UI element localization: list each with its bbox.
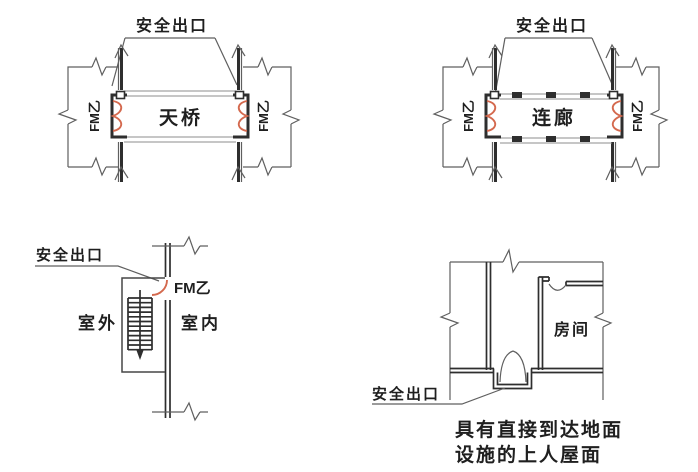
bridge-fm-left-label: FM乙: [87, 100, 102, 132]
corridor-right-building-outline: [616, 56, 669, 177]
corridor-left-fire-door-symbol: [484, 100, 497, 132]
bridge-center-label: 天桥: [159, 106, 203, 129]
corridor-fm-left-label: FM乙: [461, 100, 476, 132]
roof-access-diagram: 房间 安全出口 具有直接到达地面 设施的上人屋面: [372, 248, 623, 466]
corridor-exit-leader: [494, 37, 613, 96]
roof-interior-wall: [485, 262, 492, 370]
bridge-walls: [114, 43, 246, 182]
indoor-label: 室内: [181, 313, 221, 333]
stair-enclosure: [121, 277, 165, 373]
bridge-right-fire-door-symbol: [237, 100, 250, 132]
corridor-exit-label: 安全出口: [516, 16, 588, 35]
bridge-exit-label: 安全出口: [136, 16, 208, 35]
bridge-deck: [124, 90, 236, 143]
corridor-diagram: 安全出口: [432, 16, 669, 182]
outdoor-label: 室外: [78, 313, 118, 333]
corridor-right-fire-door-symbol: [611, 100, 624, 132]
room-walls: [537, 276, 603, 370]
stair-exit-label: 安全出口: [36, 246, 104, 264]
stair-fire-door-symbol: [151, 279, 168, 296]
corridor-fm-right-label: FM乙: [630, 100, 645, 132]
bridge-fm-right-label: FM乙: [256, 100, 271, 132]
stair-exit-leader: [35, 265, 160, 282]
roof-bottom-wall: [450, 367, 603, 390]
corridor-deck: [500, 92, 612, 144]
bridge-left-fire-door-symbol: [110, 100, 123, 132]
room-label: 房间: [554, 320, 590, 339]
roof-exit-label: 安全出口: [372, 385, 440, 403]
corridor-walls: [488, 43, 620, 182]
exterior-stair-diagram: 安全出口 FM乙 室外 室内: [35, 235, 221, 422]
corridor-left-building-outline: [432, 56, 492, 177]
corridor-center-label: 连廊: [532, 106, 576, 129]
bridge-diagram: 安全出口: [57, 16, 301, 182]
bridge-right-building-outline: [243, 56, 301, 177]
stair-fm-label: FM乙: [174, 280, 211, 297]
roof-caption-line2: 设施的上人屋面: [455, 443, 602, 466]
stair-treads: [127, 290, 153, 360]
stair-wall: [152, 235, 208, 422]
bridge-left-building-outline: [57, 56, 119, 177]
roof-caption-line1: 具有直接到达地面: [455, 418, 623, 441]
roof-exit-leader: [372, 387, 506, 405]
bridge-exit-leader: [111, 37, 238, 87]
roof-outline: [439, 248, 613, 400]
roof-exit-door-swing: [499, 350, 527, 383]
